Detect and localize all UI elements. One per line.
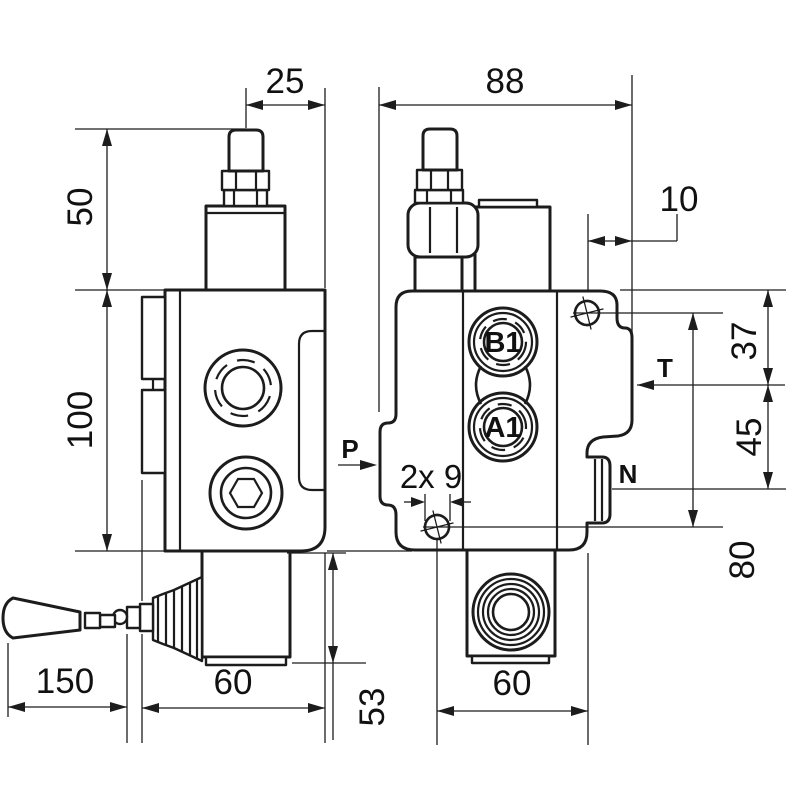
side-port-boss-top	[203, 348, 283, 428]
dimensions: 25 88 50 100	[7, 62, 786, 745]
threaded-port	[471, 572, 551, 652]
dim-label-88: 88	[486, 62, 525, 101]
dim-label-150: 150	[36, 662, 94, 701]
dim-label-45: 45	[730, 418, 769, 457]
relief-valve	[406, 127, 480, 293]
p-port-callout: P	[338, 434, 377, 470]
side-bottom-block	[200, 549, 292, 667]
dim-label-37: 37	[725, 322, 764, 361]
side-stem	[227, 128, 265, 173]
port-label-b1: B1	[484, 327, 521, 359]
side-right-band	[297, 329, 325, 492]
work-port-a1: A1	[467, 391, 539, 463]
side-view	[1, 128, 327, 667]
dim-label-2x9: 2x 9	[400, 458, 462, 495]
dim-bottom-block-height: 53	[287, 552, 392, 740]
front-view: B1 A1	[378, 127, 634, 665]
dim-label-60-left: 60	[214, 663, 253, 702]
dim-label-100: 100	[61, 391, 100, 449]
dim-t-port-offset: 37	[620, 289, 786, 385]
t-port-callout: T	[637, 353, 785, 390]
side-top-cap	[204, 128, 287, 292]
dim-label-80: 80	[723, 541, 762, 580]
boss-fillet-right	[523, 365, 532, 405]
port-label-t: T	[657, 353, 673, 383]
lever-assembly	[1, 575, 204, 663]
dim-mounting-holes: 2x 9	[400, 458, 471, 521]
dim-label-53: 53	[353, 688, 392, 727]
dim-cap-height: 50	[61, 128, 247, 291]
dim-front-body-width: 60	[436, 540, 589, 745]
hex-socket	[228, 477, 264, 509]
front-bottom-block	[465, 548, 557, 665]
dim-n-port-offset: 45	[730, 385, 773, 489]
lever-handle	[1, 596, 82, 640]
boss-fillet-left	[474, 365, 483, 405]
dim-side-body-width: 60	[141, 480, 326, 743]
work-port-b1: B1	[467, 306, 539, 378]
dim-total-width: 88	[378, 62, 633, 412]
n-port-callout: N	[612, 459, 786, 490]
port-label-p: P	[341, 434, 358, 464]
port-label-n: N	[619, 459, 638, 489]
lever-bellows	[151, 575, 204, 663]
dim-hole-spacing: 80	[423, 312, 762, 580]
port-label-a1: A1	[484, 412, 521, 444]
dim-body-height: 100	[61, 290, 166, 552]
dim-label-50: 50	[61, 188, 100, 227]
dim-hole-edge-offset: 10	[587, 180, 699, 290]
dim-label-25: 25	[266, 62, 305, 101]
dim-cap-width: 25	[245, 62, 326, 288]
n-port-boss	[593, 459, 604, 521]
bellows-rings	[156, 579, 199, 659]
dim-lever-length: 150	[7, 634, 128, 743]
front-top-cap	[473, 198, 552, 293]
dim-label-60-right: 60	[493, 664, 532, 703]
relief-stem	[421, 127, 459, 172]
side-mounting-tabs	[140, 295, 167, 475]
side-port-boss-plug	[208, 455, 284, 531]
dim-label-10: 10	[660, 180, 699, 219]
